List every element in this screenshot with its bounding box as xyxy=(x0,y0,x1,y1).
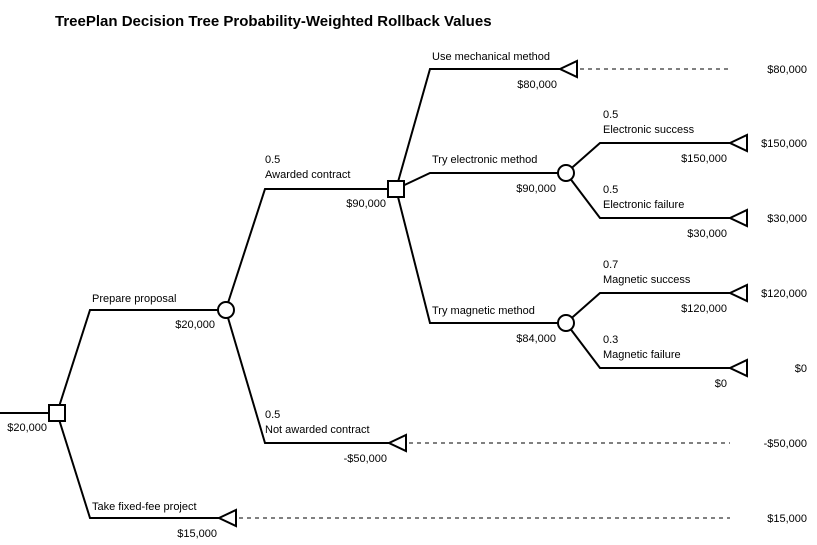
branch-label-use-mechanical: Use mechanical method xyxy=(432,51,550,63)
branch-magnetic-failure xyxy=(565,322,730,369)
endpoint-value-magnetic-success: $120,000 xyxy=(761,288,807,300)
terminal-value-magnetic-success: $120,000 xyxy=(681,303,727,315)
branch-not-awarded-contract xyxy=(225,310,389,444)
branch-label-electronic-failure: Electronic failure xyxy=(603,199,684,211)
endpoint-value-electronic-success: $150,000 xyxy=(761,138,807,150)
page-title: TreePlan Decision Tree Probability-Weigh… xyxy=(55,13,492,30)
decision-node-root xyxy=(48,404,66,422)
probability-label-magnetic-failure: 0.3 xyxy=(603,334,618,346)
terminal-node-magnetic-success xyxy=(727,283,748,303)
chance-node-magnetic xyxy=(557,314,575,332)
terminal-value-electronic-failure: $30,000 xyxy=(687,228,727,240)
branch-take-fixed-fee-project xyxy=(56,412,219,519)
terminal-node-electronic-success xyxy=(727,133,748,153)
branch-prepare-proposal xyxy=(56,309,226,414)
probability-label-not-awarded: 0.5 xyxy=(265,409,280,421)
branch-label-try-electronic: Try electronic method xyxy=(432,154,537,166)
terminal-node-mechanical xyxy=(557,59,578,79)
endpoint-value-electronic-failure: $30,000 xyxy=(767,213,807,225)
rollback-value-contract: $90,000 xyxy=(346,198,386,210)
endpoint-value-mechanical: $80,000 xyxy=(767,64,807,76)
branch-label-not-awarded-contract: Not awarded contract xyxy=(265,424,370,436)
endpoint-value-fixed-fee: $15,000 xyxy=(767,513,807,525)
rollback-value-magnetic: $84,000 xyxy=(516,333,556,345)
rollback-value-electronic: $90,000 xyxy=(516,183,556,195)
decision-node-contract xyxy=(387,180,405,198)
terminal-node-magnetic-failure xyxy=(727,358,748,378)
branch-label-prepare-proposal: Prepare proposal xyxy=(92,293,176,305)
branch-awarded-contract xyxy=(225,188,396,310)
rollback-value-root: $20,000 xyxy=(7,422,47,434)
branch-use-mechanical-method xyxy=(395,68,560,190)
terminal-node-electronic-failure xyxy=(727,208,748,228)
chance-node-electronic xyxy=(557,164,575,182)
terminal-node-not-awarded xyxy=(386,433,407,453)
branch-label-magnetic-failure: Magnetic failure xyxy=(603,349,681,361)
branch-magnetic-success xyxy=(565,292,730,324)
branch-try-electronic-method xyxy=(395,172,566,190)
probability-label-magnetic-success: 0.7 xyxy=(603,259,618,271)
endpoint-value-not-awarded: -$50,000 xyxy=(764,438,807,450)
terminal-value-not-awarded: -$50,000 xyxy=(344,453,387,465)
branch-label-take-fixed-fee: Take fixed-fee project xyxy=(92,501,197,513)
branch-label-electronic-success: Electronic success xyxy=(603,124,695,136)
branch-label-try-magnetic: Try magnetic method xyxy=(432,305,535,317)
terminal-value-fixed-fee: $15,000 xyxy=(177,528,217,540)
terminal-node-fixed-fee xyxy=(216,508,237,528)
probability-label-electronic-failure: 0.5 xyxy=(603,184,618,196)
endpoint-value-magnetic-failure: $0 xyxy=(795,363,807,375)
chance-node-proposal xyxy=(217,301,235,319)
terminal-value-electronic-success: $150,000 xyxy=(681,153,727,165)
branch-electronic-failure xyxy=(565,172,730,219)
branch-try-magnetic-method xyxy=(395,188,566,324)
terminal-value-mechanical: $80,000 xyxy=(517,79,557,91)
rollback-value-proposal: $20,000 xyxy=(175,319,215,331)
terminal-value-magnetic-failure: $0 xyxy=(715,378,727,390)
branch-label-magnetic-success: Magnetic success xyxy=(603,274,691,286)
probability-label-electronic-success: 0.5 xyxy=(603,109,618,121)
branch-label-awarded-contract: Awarded contract xyxy=(265,169,350,181)
branch-electronic-success xyxy=(565,142,730,174)
probability-label-awarded: 0.5 xyxy=(265,154,280,166)
